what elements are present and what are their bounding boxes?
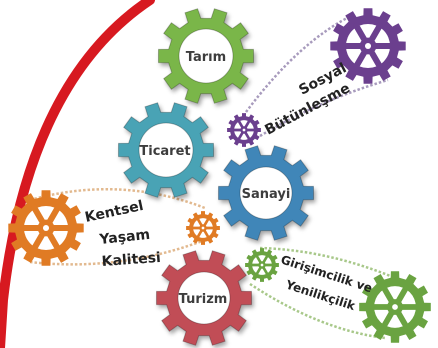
gear-tarim [158, 8, 254, 104]
chain-girisimcilik [249, 246, 401, 340]
chain-sosyal [245, 12, 389, 138]
gear-label-ticaret: Ticaret [139, 144, 190, 159]
red-accent-arc [0, 0, 155, 348]
sprocket-sosyal-small [227, 113, 261, 147]
gear-ticaret [118, 102, 214, 198]
gear-turizm [156, 250, 252, 346]
sprocket-kentsel-small [186, 211, 220, 245]
gear-sanayi [218, 145, 314, 241]
sprocket-kentsel-large [8, 190, 84, 266]
chain-label-kentsel: Kentsel [84, 198, 145, 226]
chain-label-kalitesi: Kalitesi [101, 250, 161, 270]
gear-label-turizm: Turizm [179, 292, 228, 307]
sprocket-girisimcilik-large [359, 271, 431, 343]
sprocket-girisimcilik-small [245, 248, 279, 282]
sprocket-sosyal-large [330, 8, 406, 84]
chain-label-yasam: Yaşam [98, 227, 151, 248]
gear-label-tarim: Tarım [186, 50, 226, 65]
gear-label-sanayi: Sanayi [242, 187, 291, 202]
